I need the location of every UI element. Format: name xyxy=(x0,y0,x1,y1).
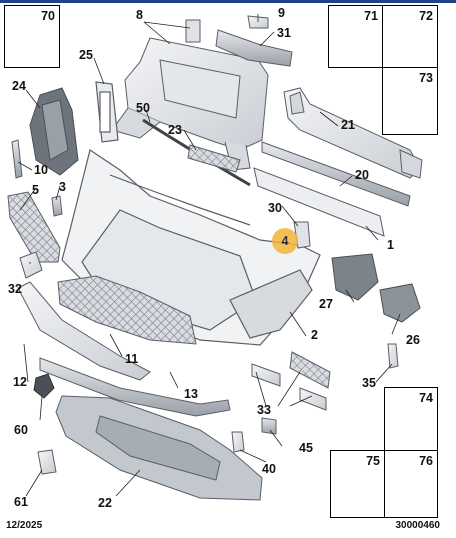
callout-61: 61 xyxy=(14,495,28,509)
callout-8: 8 xyxy=(136,8,143,22)
fastener-box-76: 76 xyxy=(384,450,438,518)
fastener-box-75: 75 xyxy=(330,450,385,518)
fastener-box-71: 71 xyxy=(328,5,383,68)
footer-date: 12/2025 xyxy=(6,520,43,531)
footer-reference: 30000460 xyxy=(395,520,441,531)
callout-11: 11 xyxy=(125,352,139,366)
box-number-74: 74 xyxy=(419,391,433,405)
air-guide-26-part xyxy=(379,283,421,323)
box-number-72: 72 xyxy=(419,9,433,23)
fastener-box-72: 72 xyxy=(382,5,438,68)
strip-10-part xyxy=(11,139,23,179)
callout-9: 9 xyxy=(278,6,285,20)
chrome-trim-13-part xyxy=(39,357,231,417)
clip-3-part xyxy=(51,195,63,217)
callout-10: 10 xyxy=(34,163,48,177)
callout-13: 13 xyxy=(184,387,198,401)
clip-40-part xyxy=(231,431,245,453)
callout-32: 32 xyxy=(8,282,22,296)
mesh-insert-5-part xyxy=(7,191,61,263)
lower-strip-12-part xyxy=(17,281,151,381)
front-end-carrier-part xyxy=(111,19,269,171)
callout-60: 60 xyxy=(14,423,28,437)
box-number-71: 71 xyxy=(364,9,378,23)
callout-1: 1 xyxy=(387,238,394,252)
box-number-76: 76 xyxy=(419,454,433,468)
impact-beam-21-part xyxy=(283,87,423,179)
clip-32-part xyxy=(19,251,43,279)
callout-33: 33 xyxy=(257,403,271,417)
clip-45-part xyxy=(261,417,277,435)
deflector-24-part xyxy=(29,87,79,176)
callout-45: 45 xyxy=(299,441,313,455)
bracket-25-part xyxy=(95,81,119,143)
box-number-73: 73 xyxy=(419,71,433,85)
callout-3: 3 xyxy=(59,180,66,194)
top-rule xyxy=(0,0,456,3)
highlight-marker-4: 4 xyxy=(272,228,298,254)
callout-31: 31 xyxy=(277,26,291,40)
grille-23-part xyxy=(187,144,241,173)
callout-23: 23 xyxy=(168,123,182,137)
callout-2: 2 xyxy=(311,328,318,342)
underbody-shield-22-part xyxy=(55,395,263,501)
box-number-70: 70 xyxy=(41,9,55,23)
fastener-box-70: 70 xyxy=(4,5,60,68)
upper-trim-1-part xyxy=(253,167,385,237)
callout-30: 30 xyxy=(268,201,282,215)
fastener-box-74: 74 xyxy=(384,387,438,451)
callout-12: 12 xyxy=(13,375,27,389)
box-number-75: 75 xyxy=(366,454,380,468)
callout-5: 5 xyxy=(32,183,39,197)
bracket-61-part xyxy=(37,449,57,475)
absorber-20-part xyxy=(261,141,411,207)
callout-21: 21 xyxy=(341,118,355,132)
clip-35-part xyxy=(387,343,399,369)
callout-24: 24 xyxy=(12,79,26,93)
callout-20: 20 xyxy=(355,168,369,182)
callout-35: 35 xyxy=(362,376,376,390)
callout-25: 25 xyxy=(79,48,93,62)
callout-50: 50 xyxy=(136,101,150,115)
callout-40: 40 xyxy=(262,462,276,476)
vent-33-part xyxy=(251,351,331,411)
air-duct-31-part xyxy=(215,29,293,67)
callout-27: 27 xyxy=(319,297,333,311)
leader-lines xyxy=(17,14,401,497)
emblem-60-part xyxy=(33,373,55,399)
air-guide-27-part xyxy=(331,253,379,301)
fastener-box-73: 73 xyxy=(382,67,438,135)
callout-22: 22 xyxy=(98,496,112,510)
callout-4: 4 xyxy=(281,234,289,248)
lower-grille-11-part xyxy=(57,275,197,345)
callout-26: 26 xyxy=(406,333,420,347)
